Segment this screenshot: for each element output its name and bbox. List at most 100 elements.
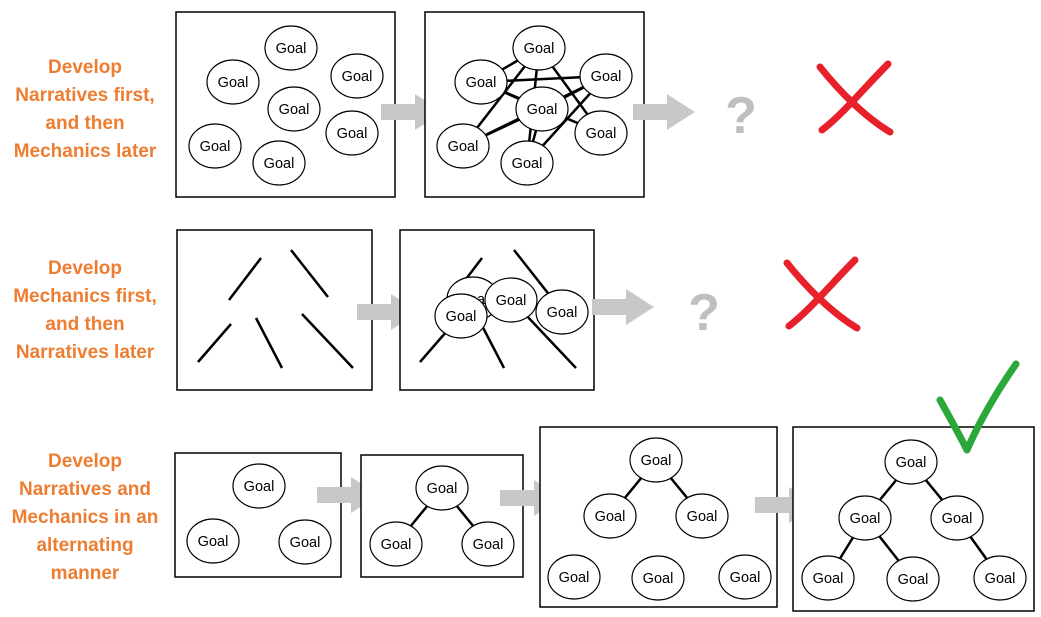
- goal-node-label: Goal: [276, 41, 307, 57]
- goal-node: [206, 59, 260, 105]
- goal-node-label: Goal: [942, 511, 973, 527]
- goal-node: [583, 493, 637, 539]
- goal-node-label: Goal: [244, 479, 275, 495]
- goal-node: [330, 53, 384, 99]
- goal-node: [369, 521, 423, 567]
- row-label-line: alternating: [36, 535, 134, 556]
- row-label-line: and then: [45, 113, 125, 134]
- goal-node-label: Goal: [337, 126, 368, 142]
- goal-node-label: Goal: [473, 537, 504, 553]
- goal-node: [886, 556, 940, 602]
- row-label-line: Narratives first,: [15, 85, 155, 106]
- goal-node: [461, 521, 515, 567]
- goal-node-label: Goal: [643, 571, 674, 587]
- goal-node-label: Goal: [446, 309, 477, 325]
- goal-node: [973, 555, 1027, 601]
- row-label-line: and then: [45, 314, 125, 335]
- goal-node: [675, 493, 729, 539]
- goal-node: [515, 86, 569, 132]
- goal-node-label: Goal: [591, 69, 622, 85]
- goal-node: [454, 59, 508, 105]
- goal-node: [188, 123, 242, 169]
- row-label-line: Mechanics later: [13, 141, 157, 162]
- goal-node: [579, 53, 633, 99]
- connector-line: [228, 257, 262, 301]
- connector-line: [197, 323, 232, 363]
- goal-node: [801, 555, 855, 601]
- goal-node-label: Goal: [496, 293, 527, 309]
- goal-node: [264, 25, 318, 71]
- goal-node-label: Goal: [730, 570, 761, 586]
- goal-node: [884, 439, 938, 485]
- row-label-line: Mechanics first,: [13, 286, 157, 307]
- goal-node: [629, 437, 683, 483]
- goal-node-label: Goal: [524, 41, 555, 57]
- goal-node-label: Goal: [198, 534, 229, 550]
- goal-node: [434, 293, 488, 339]
- goal-node: [186, 518, 240, 564]
- goal-node-label: Goal: [200, 139, 231, 155]
- goal-node-label: Goal: [342, 69, 373, 85]
- connector-line: [254, 317, 284, 369]
- goal-node-label: Goal: [595, 509, 626, 525]
- row-label-line: Develop: [48, 451, 122, 472]
- goal-node-label: Goal: [381, 537, 412, 553]
- goal-node: [484, 277, 538, 323]
- goal-node: [512, 25, 566, 71]
- goal-node-label: Goal: [290, 535, 321, 551]
- goal-node-label: Goal: [547, 305, 578, 321]
- goal-node-label: Goal: [264, 156, 295, 172]
- goal-node: [930, 495, 984, 541]
- goal-node: [436, 123, 490, 169]
- goal-node-label: Goal: [896, 455, 927, 471]
- connector-line: [513, 249, 552, 298]
- goal-node-label: Goal: [279, 102, 310, 118]
- row-label-line: manner: [50, 563, 120, 584]
- goal-node-label: Goal: [218, 75, 249, 91]
- goal-node-label: Goal: [559, 570, 590, 586]
- question-mark: ?: [688, 284, 720, 342]
- goal-node: [325, 110, 379, 156]
- goal-node: [267, 86, 321, 132]
- row-label-line: Develop: [48, 258, 122, 279]
- goal-node-label: Goal: [527, 102, 558, 118]
- question-mark: ?: [725, 87, 757, 145]
- check-mark-icon: [936, 360, 1020, 454]
- row-label-line: Mechanics in an: [11, 507, 159, 528]
- goal-node: [500, 140, 554, 186]
- goal-node-label: Goal: [813, 571, 844, 587]
- goal-node: [415, 465, 469, 511]
- goal-node-label: Goal: [448, 139, 479, 155]
- flow-arrow: [633, 94, 695, 130]
- goal-node: [838, 495, 892, 541]
- cross-mark-icon: [785, 256, 859, 330]
- cross-mark-icon: [818, 60, 892, 134]
- goal-node: [278, 519, 332, 565]
- goal-node-label: Goal: [985, 571, 1016, 587]
- connector-line: [524, 313, 577, 369]
- row-label-alternating: Develop Narratives and Mechanics in an a…: [0, 448, 170, 588]
- goal-node: [718, 554, 772, 600]
- goal-node-label: Goal: [687, 509, 718, 525]
- row-label-line: Narratives and: [18, 479, 151, 500]
- row-label-mechanics-first: Develop Mechanics first, and then Narrat…: [0, 255, 170, 367]
- goal-node: [631, 555, 685, 601]
- panel-frame: [176, 229, 373, 391]
- goal-node: [547, 554, 601, 600]
- goal-node-label: Goal: [898, 572, 929, 588]
- row-label-line: Narratives later: [15, 342, 155, 363]
- goal-node: [535, 289, 589, 335]
- goal-node-label: Goal: [427, 481, 458, 497]
- connector-line: [290, 249, 329, 298]
- goal-node-label: Goal: [466, 75, 497, 91]
- goal-node: [232, 463, 286, 509]
- goal-node: [574, 110, 628, 156]
- goal-node-label: Goal: [512, 156, 543, 172]
- goal-node-label: Goal: [586, 126, 617, 142]
- connector-line: [301, 313, 354, 369]
- goal-node: [252, 140, 306, 186]
- goal-node-label: Goal: [850, 511, 881, 527]
- flow-arrow: [592, 289, 654, 325]
- row-label-line: Develop: [48, 57, 122, 78]
